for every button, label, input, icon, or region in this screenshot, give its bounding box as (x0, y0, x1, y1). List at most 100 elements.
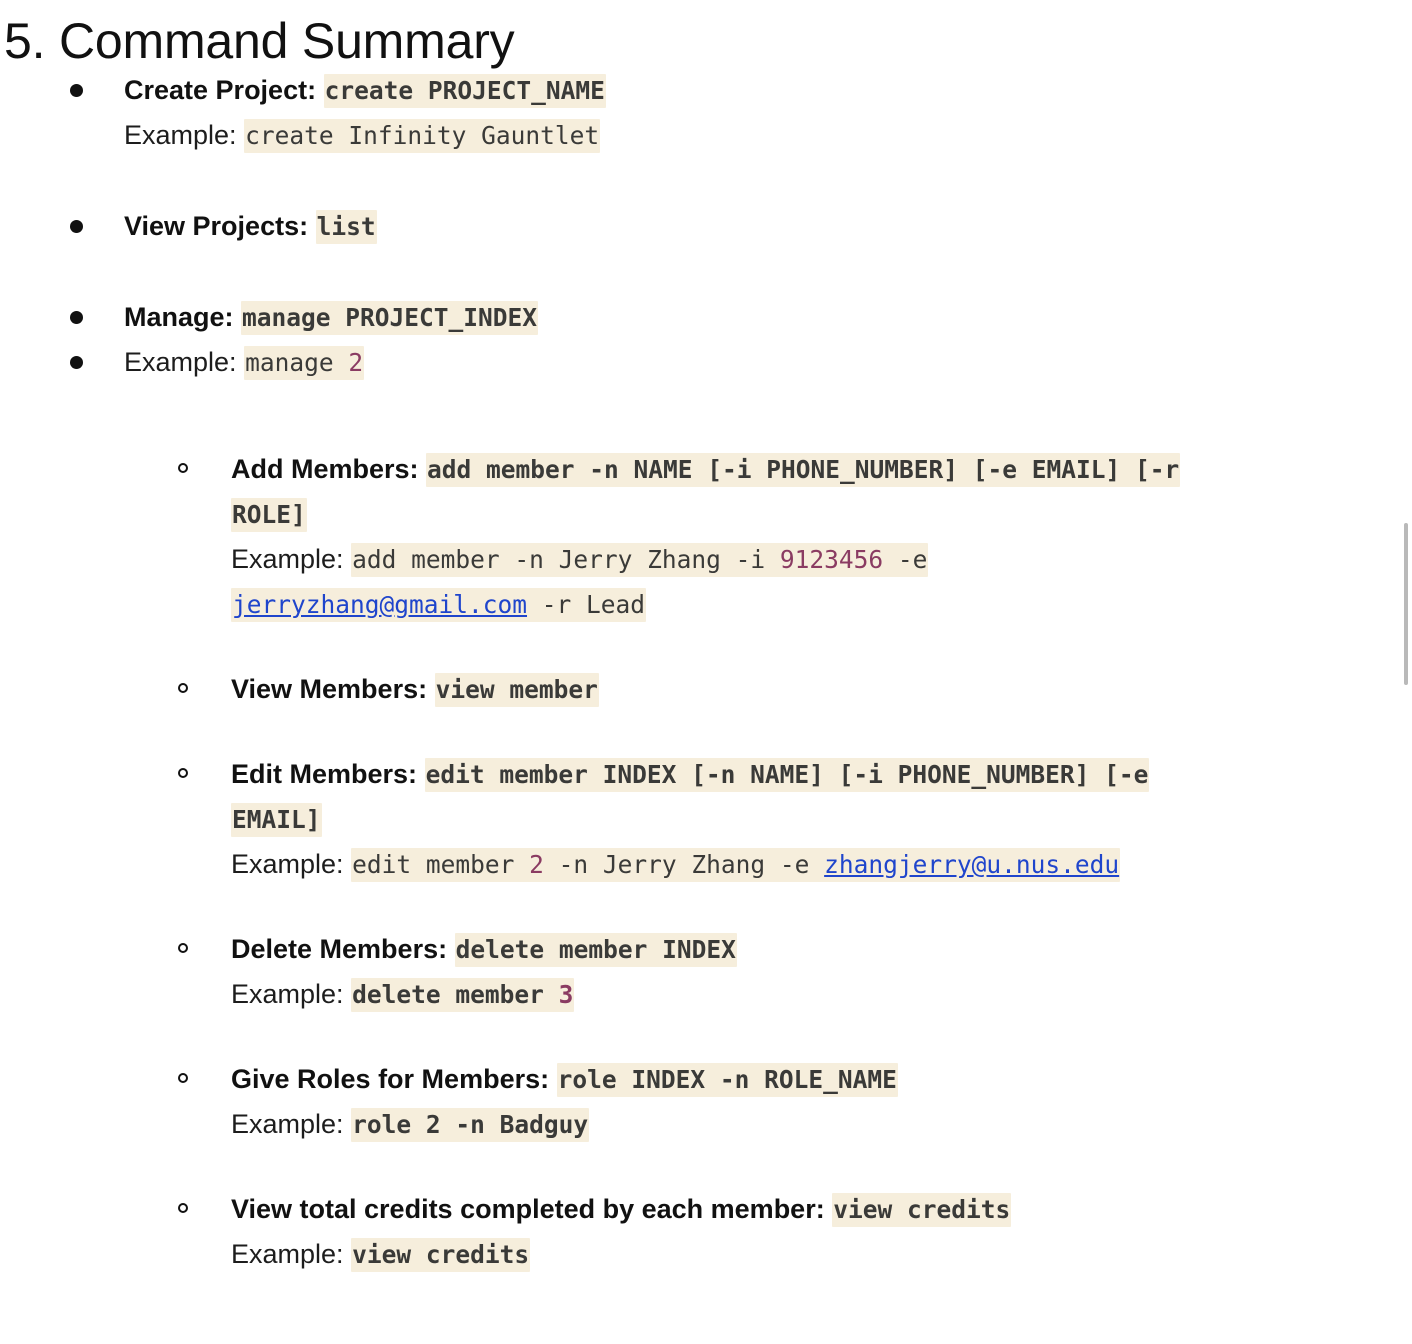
edit-members-example-row: Example: edit member 2 -n Jerry Zhang -e… (231, 842, 1412, 887)
view-projects-command: list (315, 210, 377, 244)
manage-row: Manage: manage PROJECT_INDEX (124, 295, 1412, 340)
give-roles-example-row: Example: role 2 -n Badguy (231, 1102, 1412, 1147)
spacer (0, 1147, 1412, 1187)
edit-members-example-command: edit member 2 -n Jerry Zhang -e zhangjer… (351, 848, 1121, 882)
create-project-example-row: Example: create Infinity Gauntlet (124, 113, 1412, 158)
view-credits-example-label: Example: (231, 1239, 344, 1269)
bullet-disc-icon (70, 311, 83, 324)
list-item-view-credits: View total credits completed by each mem… (0, 1187, 1412, 1277)
bullet-disc-icon (70, 220, 83, 233)
list-item-give-roles: Give Roles for Members: role INDEX -n RO… (0, 1057, 1412, 1147)
edit-members-command-line: Edit Members: edit member INDEX [-n NAME… (231, 752, 1412, 797)
manage-example-number: 2 (348, 348, 364, 377)
delete-members-label: Delete Members: (231, 934, 448, 964)
manage-example-row: Example: manage 2 (124, 340, 1412, 385)
bullet-circle-icon (178, 683, 188, 693)
create-project-command: create PROJECT_NAME (323, 74, 606, 108)
add-members-example-command-continued: jerryzhang@gmail.com -r Lead (231, 588, 647, 622)
view-credits-example-command: view credits (351, 1238, 531, 1272)
add-members-example-text-1: add member -n Jerry Zhang -i (352, 545, 780, 574)
spacer (0, 712, 1412, 752)
view-credits-example-row: Example: view credits (231, 1232, 1412, 1277)
delete-members-example-command: delete member 3 (351, 978, 575, 1012)
give-roles-command: role INDEX -n ROLE_NAME (556, 1063, 898, 1097)
spacer (0, 249, 1412, 295)
list-item-delete-members: Delete Members: delete member INDEX Exam… (0, 927, 1412, 1017)
add-members-example-text-3: -r Lead (527, 590, 646, 619)
add-members-example-command: add member -n Jerry Zhang -i 9123456 -e (351, 543, 929, 577)
bullet-circle-icon (178, 768, 188, 778)
add-members-example-text-2: -e (883, 545, 928, 574)
view-projects-label: View Projects: (124, 211, 309, 241)
create-project-label: Create Project: (124, 75, 317, 105)
view-members-row: View Members: view member (231, 667, 1412, 712)
email-link-jerryzhang[interactable]: jerryzhang@gmail.com (232, 590, 528, 619)
list-item-view-projects: View Projects: list (0, 204, 1412, 249)
edit-members-example-number: 2 (529, 850, 544, 879)
list-item-create-project: Create Project: create PROJECT_NAME Exam… (0, 68, 1412, 158)
view-credits-command: view credits (832, 1193, 1012, 1227)
give-roles-example-command: role 2 -n Badguy (351, 1108, 590, 1142)
manage-example-cmd-text: manage (245, 348, 334, 377)
bullet-circle-icon (178, 463, 188, 473)
delete-members-example-text-1: delete member (352, 980, 559, 1009)
spacer (0, 431, 1412, 447)
give-roles-label: Give Roles for Members: (231, 1064, 550, 1094)
add-members-command: add member -n NAME [-i PHONE_NUMBER] [-e… (426, 453, 1181, 487)
add-members-label: Add Members: (231, 454, 419, 484)
delete-members-command: delete member INDEX (454, 933, 737, 967)
spacer (0, 887, 1412, 927)
list-item-manage-example: Example: manage 2 (0, 340, 1412, 385)
sub-commands-container: Add Members: add member -n NAME [-i PHON… (0, 447, 1412, 1277)
view-credits-row: View total credits completed by each mem… (231, 1187, 1412, 1232)
view-members-label: View Members: (231, 674, 428, 704)
delete-members-example-label: Example: (231, 979, 344, 1009)
command-summary-list: Create Project: create PROJECT_NAME Exam… (0, 68, 1412, 1277)
vertical-scrollbar[interactable] (1404, 523, 1408, 685)
view-projects-row: View Projects: list (124, 204, 1412, 249)
spacer (0, 385, 1412, 431)
manage-command: manage PROJECT_INDEX (241, 301, 539, 335)
add-members-example-number: 9123456 (779, 545, 884, 574)
sub-commands-list: Add Members: add member -n NAME [-i PHON… (0, 447, 1412, 1277)
edit-members-command-wrap-line: EMAIL] (231, 797, 1412, 842)
create-project-example-label: Example: (124, 120, 237, 150)
create-project-row: Create Project: create PROJECT_NAME (124, 68, 1412, 113)
add-members-row: Add Members: add member -n NAME [-i PHON… (231, 447, 1412, 492)
add-members-example-row: Example: add member -n Jerry Zhang -i 91… (231, 537, 1412, 582)
edit-members-command-continued: EMAIL] (231, 803, 322, 837)
edit-members-example-text-1: edit member (352, 850, 530, 879)
list-item-edit-members: Edit Members: edit member INDEX [-n NAME… (0, 752, 1412, 887)
spacer (0, 158, 1412, 204)
view-members-command: view member (434, 673, 599, 707)
list-item-manage: Manage: manage PROJECT_INDEX (0, 295, 1412, 340)
bullet-circle-icon (178, 943, 188, 953)
list-item-view-members: View Members: view member (0, 667, 1412, 712)
edit-members-example-text-2: -n Jerry Zhang -e (543, 850, 825, 879)
delete-members-row: Delete Members: delete member INDEX (231, 927, 1412, 972)
add-members-command-line: Add Members: add member -n NAME [-i PHON… (231, 447, 1412, 492)
delete-members-example-number: 3 (558, 980, 574, 1009)
edit-members-label: Edit Members: (231, 759, 418, 789)
email-link-zhangjerry[interactable]: zhangjerry@u.nus.edu (824, 850, 1120, 879)
delete-members-example-row: Example: delete member 3 (231, 972, 1412, 1017)
page-title: 5. Command Summary (4, 13, 515, 69)
add-members-command-wrap-line: ROLE] (231, 492, 1412, 537)
edit-members-example-label: Example: (231, 849, 344, 879)
manage-example-label: Example: (124, 347, 237, 377)
manage-label: Manage: (124, 302, 234, 332)
add-members-example-label: Example: (231, 544, 344, 574)
bullet-circle-icon (178, 1073, 188, 1083)
bullet-circle-icon (178, 1203, 188, 1213)
add-members-example-wrap-row: jerryzhang@gmail.com -r Lead (231, 582, 1412, 627)
give-roles-row: Give Roles for Members: role INDEX -n RO… (231, 1057, 1412, 1102)
manage-example-command: manage 2 (244, 346, 365, 380)
view-credits-label: View total credits completed by each mem… (231, 1194, 825, 1224)
create-project-example-command: create Infinity Gauntlet (244, 119, 601, 153)
bullet-disc-icon (70, 356, 83, 369)
give-roles-example-label: Example: (231, 1109, 344, 1139)
list-item-add-members: Add Members: add member -n NAME [-i PHON… (0, 447, 1412, 627)
edit-members-command: edit member INDEX [-n NAME] [-i PHONE_NU… (424, 758, 1150, 792)
bullet-disc-icon (70, 84, 83, 97)
